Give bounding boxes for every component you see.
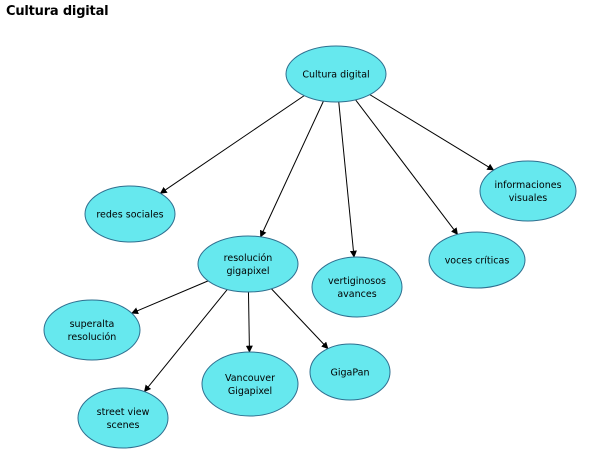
- node-shape: [84, 185, 176, 243]
- node-label: avances: [337, 289, 376, 300]
- node-shape: [201, 351, 299, 417]
- node-shape: [285, 45, 387, 103]
- node-cultura-digital[interactable]: Cultura digital: [285, 45, 387, 103]
- node-label: Gigapixel: [228, 386, 272, 397]
- node-label: resolución: [68, 332, 117, 343]
- node-label: redes sociales: [96, 210, 163, 221]
- node-redes-sociales[interactable]: redes sociales: [84, 185, 176, 243]
- node-label: GigaPan: [331, 368, 370, 379]
- node-shape: [428, 231, 526, 289]
- edge-resolucion-gigapixel-to-vancouver-gigapixel: [245, 291, 253, 353]
- edge-cultura-digital-to-vertiginosos-avances: [338, 101, 357, 258]
- node-label: street view: [97, 407, 150, 418]
- node-label: gigapixel: [226, 266, 269, 277]
- node-street-view-scenes[interactable]: street view scenes: [77, 387, 169, 449]
- node-label: superalta: [70, 319, 115, 330]
- edge-resolucion-gigapixel-to-superalta-resolucion: [131, 280, 209, 314]
- edge-cultura-digital-to-voces-criticas: [355, 99, 459, 235]
- node-label: visuales: [509, 193, 548, 204]
- edge-cultura-digital-to-resolucion-gigapixel: [260, 100, 324, 238]
- edge-cultura-digital-to-informaciones-visuales: [369, 94, 495, 171]
- node-label: informaciones: [494, 180, 561, 191]
- node-superalta-resolucion[interactable]: superalta resolución: [43, 299, 141, 361]
- edge-cultura-digital-to-redes-sociales: [159, 95, 305, 194]
- node-label: vertiginosos: [328, 276, 386, 287]
- edge-resolucion-gigapixel-to-gigapan: [271, 288, 329, 350]
- node-voces-criticas[interactable]: voces críticas: [428, 231, 526, 289]
- node-shape: [197, 235, 299, 293]
- node-label: scenes: [107, 420, 140, 431]
- node-shape: [311, 256, 403, 318]
- node-label: Vancouver: [225, 373, 275, 384]
- node-label: voces críticas: [445, 256, 510, 267]
- node-informaciones-visuales[interactable]: informaciones visuales: [479, 160, 577, 222]
- node-shape: [43, 299, 141, 361]
- node-resolucion-gigapixel[interactable]: resolución gigapixel: [197, 235, 299, 293]
- node-label: Cultura digital: [302, 70, 369, 81]
- edge-resolucion-gigapixel-to-street-view-scenes: [143, 289, 228, 393]
- page-title: Cultura digital: [6, 4, 109, 19]
- node-gigapan[interactable]: GigaPan: [309, 343, 391, 401]
- node-shape: [309, 343, 391, 401]
- node-shape: [77, 387, 169, 449]
- node-shape: [479, 160, 577, 222]
- node-vertiginosos-avances[interactable]: vertiginosos avances: [311, 256, 403, 318]
- node-label: resolución: [224, 253, 273, 264]
